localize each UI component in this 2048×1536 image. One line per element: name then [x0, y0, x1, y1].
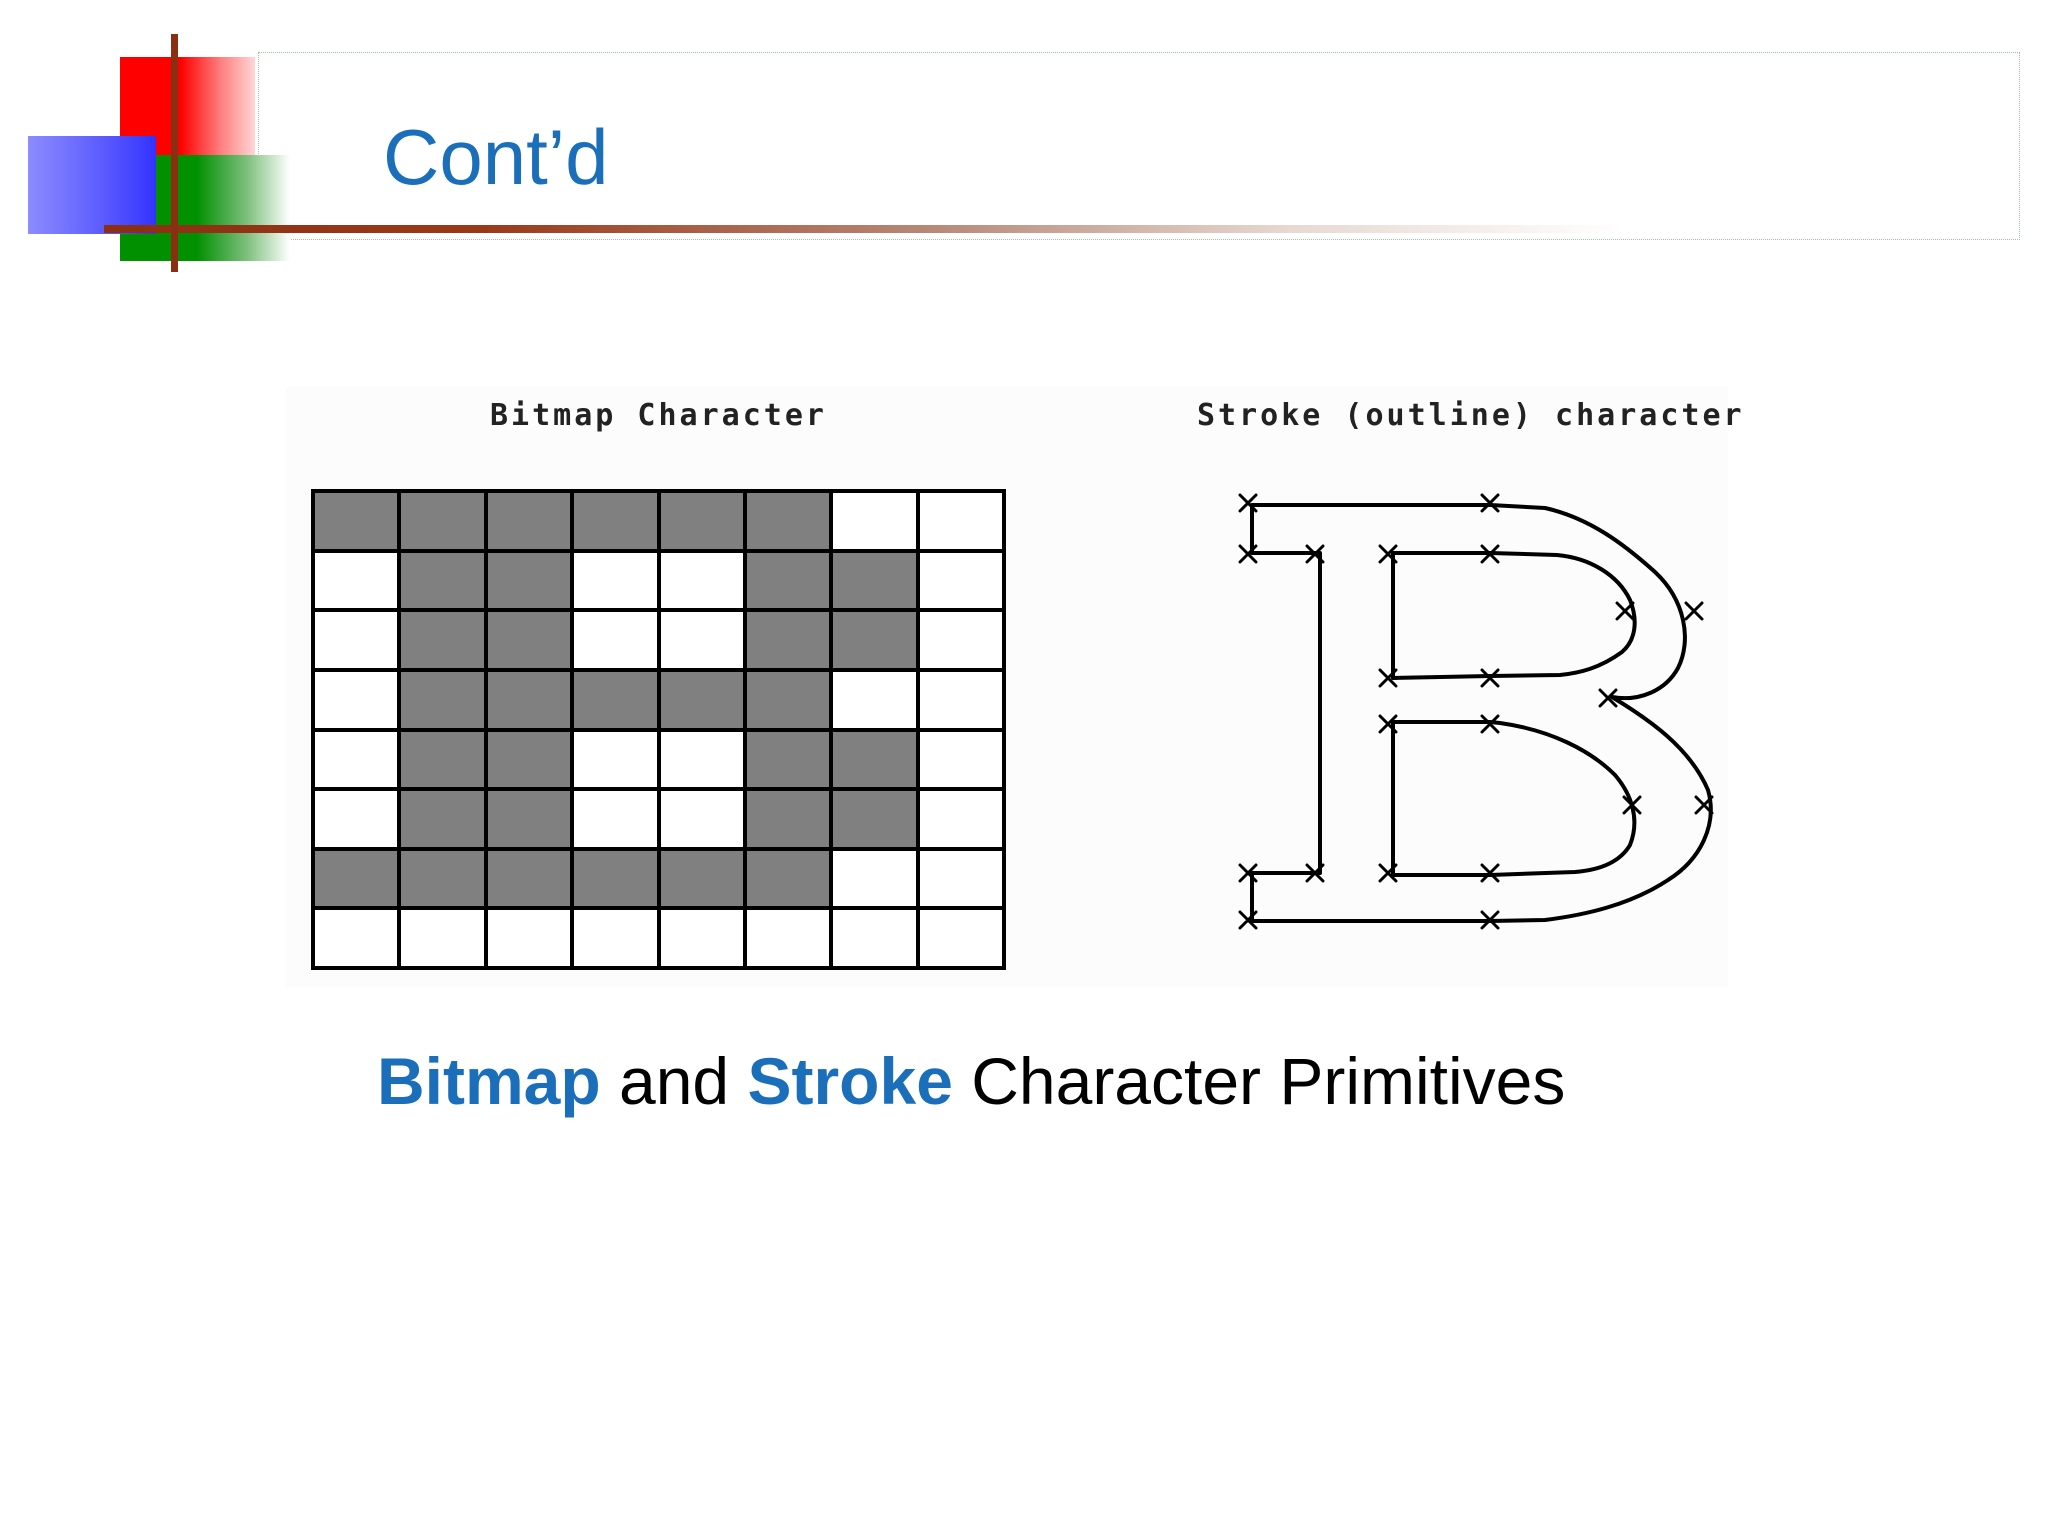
bitmap-pixel	[401, 850, 484, 907]
bitmap-pixel	[746, 910, 830, 966]
figure-caption: Bitmap and Stroke Character Primitives	[377, 1048, 1565, 1114]
bitmap-pixel	[401, 552, 484, 609]
stroke-upper-counter	[1391, 551, 1637, 680]
bitmap-pixel	[833, 910, 916, 966]
bitmap-character-grid	[311, 489, 1006, 970]
caption-stroke-word: Stroke	[747, 1044, 953, 1118]
bitmap-pixel	[833, 552, 916, 609]
caption-and-word: and	[600, 1044, 748, 1118]
bitmap-pixel	[401, 493, 484, 549]
bitmap-pixel	[315, 850, 398, 907]
bitmap-pixel	[574, 671, 657, 728]
bitmap-pixel	[574, 850, 657, 907]
bitmap-pixel	[487, 791, 571, 847]
bitmap-pixel	[660, 552, 743, 609]
bitmap-pixel	[746, 552, 830, 609]
bitmap-pixel	[660, 731, 743, 788]
bitmap-pixel	[315, 791, 398, 847]
stroke-control-points	[1238, 493, 1714, 930]
bitmap-pixel	[833, 850, 916, 907]
bitmap-pixel	[315, 552, 398, 609]
bitmap-pixel	[315, 671, 398, 728]
bitmap-pixel	[401, 731, 484, 788]
bitmap-pixel	[919, 731, 1002, 788]
bitmap-pixel	[660, 612, 743, 668]
stroke-lower-counter	[1391, 720, 1637, 877]
bitmap-pixel	[746, 731, 830, 788]
bitmap-pixel	[315, 493, 398, 549]
bitmap-pixel	[401, 910, 484, 966]
bitmap-pixel	[574, 910, 657, 966]
caption-bitmap-word: Bitmap	[377, 1044, 601, 1118]
bitmap-pixel	[315, 731, 398, 788]
bitmap-pixel	[315, 612, 398, 668]
bitmap-pixel	[487, 671, 571, 728]
bitmap-pixel	[919, 910, 1002, 966]
blue-square-decoration	[28, 136, 156, 234]
bitmap-pixel	[401, 791, 484, 847]
bitmap-pixel	[746, 612, 830, 668]
bitmap-pixel	[487, 850, 571, 907]
slide-title: Cont’d	[383, 113, 609, 201]
bitmap-pixel	[833, 493, 916, 549]
vertical-accent-bar	[171, 34, 178, 272]
bitmap-pixel	[833, 731, 916, 788]
bitmap-pixel	[487, 552, 571, 609]
bitmap-pixel	[746, 850, 830, 907]
bitmap-pixel	[574, 731, 657, 788]
bitmap-pixel	[919, 850, 1002, 907]
bitmap-pixel	[660, 850, 743, 907]
bitmap-pixel	[660, 791, 743, 847]
bitmap-pixel	[919, 552, 1002, 609]
bitmap-pixel	[919, 671, 1002, 728]
bitmap-pixel	[574, 493, 657, 549]
control-point-marks	[1238, 493, 1714, 930]
bitmap-pixel	[401, 671, 484, 728]
bitmap-pixel	[401, 612, 484, 668]
bitmap-character-label: Bitmap Character	[490, 398, 827, 433]
bitmap-pixel	[487, 910, 571, 966]
bitmap-pixel	[919, 493, 1002, 549]
bitmap-pixel	[487, 731, 571, 788]
title-frame	[258, 52, 2020, 240]
bitmap-pixel	[574, 791, 657, 847]
bitmap-pixel	[487, 493, 571, 549]
bitmap-pixel	[746, 493, 830, 549]
stroke-outer-contour	[1250, 503, 1713, 923]
bitmap-pixel	[315, 910, 398, 966]
bitmap-pixel	[746, 791, 830, 847]
bitmap-pixel	[919, 791, 1002, 847]
bitmap-pixel	[660, 910, 743, 966]
stroke-character-label: Stroke (outline) character	[1197, 398, 1745, 433]
bitmap-pixel	[487, 612, 571, 668]
bitmap-pixel	[833, 791, 916, 847]
bitmap-pixel	[660, 671, 743, 728]
bitmap-pixel	[574, 552, 657, 609]
caption-rest: Character Primitives	[952, 1044, 1566, 1118]
bitmap-pixel	[833, 612, 916, 668]
bitmap-pixel	[919, 612, 1002, 668]
stroke-character-b	[1238, 493, 1714, 930]
title-underline-bar	[104, 225, 1624, 233]
bitmap-pixel	[660, 493, 743, 549]
bitmap-pixel	[574, 612, 657, 668]
bitmap-pixel	[833, 671, 916, 728]
bitmap-pixel	[746, 671, 830, 728]
